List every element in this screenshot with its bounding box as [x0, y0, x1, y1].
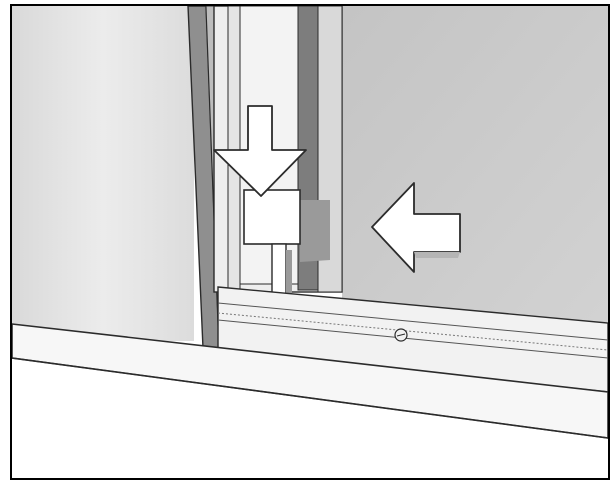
door-frame-inner-left: [228, 6, 240, 290]
left-arrow-shadow: [414, 252, 460, 258]
lock-pin-shadow: [286, 250, 292, 294]
left-wall-panel: [12, 6, 194, 341]
right-door-panel: [342, 6, 608, 322]
lock-pin: [272, 244, 286, 298]
lock-body: [244, 190, 300, 244]
lock-shadow: [300, 200, 330, 262]
